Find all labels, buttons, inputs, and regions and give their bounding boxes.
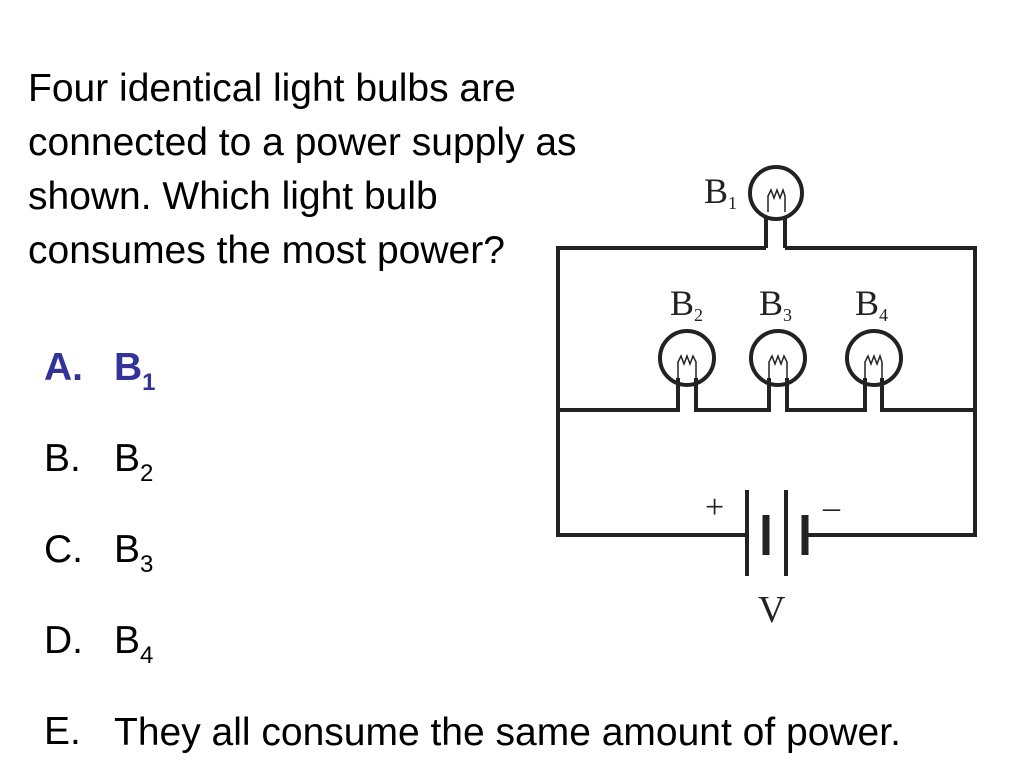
- option-text: They all consume the same amount of powe…: [114, 711, 901, 754]
- option-c[interactable]: C. B3: [44, 524, 924, 591]
- option-e[interactable]: E. They all consume the same amount of p…: [44, 706, 924, 760]
- option-text: B3: [114, 524, 924, 591]
- option-sub: 2: [140, 460, 154, 487]
- bulb-b4: [845, 329, 903, 387]
- question-text: Four identical light bulbs are connected…: [28, 62, 688, 278]
- bulb-label-b3: B3: [759, 283, 792, 325]
- option-b[interactable]: B. B2: [44, 433, 924, 500]
- question-line: Four identical light bulbs are: [28, 67, 516, 110]
- option-sub: 3: [140, 551, 154, 578]
- option-letter: B.: [44, 437, 81, 480]
- wire-middle: [880, 378, 975, 412]
- option-letter: D.: [44, 619, 83, 662]
- option-sub: 1: [142, 369, 156, 396]
- bulb-filament: [768, 353, 788, 378]
- option-letter: C.: [44, 528, 83, 571]
- battery-minus-label: –: [822, 489, 841, 526]
- answer-options: A. B1 B. B2 C. B3 D. B4 E. They all cons…: [44, 342, 924, 760]
- option-sub: 4: [140, 642, 154, 669]
- wire-top: [785, 246, 977, 537]
- question-line: shown. Which light bulb: [28, 175, 438, 218]
- option-base: B: [114, 346, 143, 389]
- option-base: B: [114, 619, 141, 662]
- option-a[interactable]: A. B1: [44, 342, 924, 409]
- bulb-label-b2: B2: [670, 283, 703, 325]
- wire-middle: [558, 378, 680, 412]
- option-base: B: [114, 528, 141, 571]
- bulb-filament: [864, 353, 883, 378]
- option-letter: A.: [44, 346, 83, 389]
- question-line: consumes the most power?: [28, 229, 505, 272]
- bulb-b3: [749, 329, 807, 387]
- wire-middle: [785, 378, 867, 412]
- option-text: B2: [114, 433, 924, 500]
- battery-voltage-label: V: [758, 589, 786, 631]
- question-line: connected to a power supply as: [28, 121, 577, 164]
- option-letter: E.: [44, 710, 81, 753]
- option-text: B1: [114, 342, 924, 409]
- bulb-filament: [677, 353, 697, 378]
- option-d[interactable]: D. B4: [44, 615, 924, 682]
- bulb-label-b1: B1: [704, 171, 737, 213]
- bulb-filament: [767, 187, 786, 212]
- bulb-b1: [748, 165, 804, 221]
- option-base: B: [114, 437, 141, 480]
- wire-middle: [694, 378, 771, 412]
- bulb-label-b4: B4: [855, 283, 888, 325]
- bulb-b2: [658, 329, 716, 387]
- option-text: B4: [114, 615, 924, 682]
- battery: [745, 490, 809, 576]
- wire-left: [556, 246, 766, 537]
- battery-plus-label: +: [705, 489, 724, 526]
